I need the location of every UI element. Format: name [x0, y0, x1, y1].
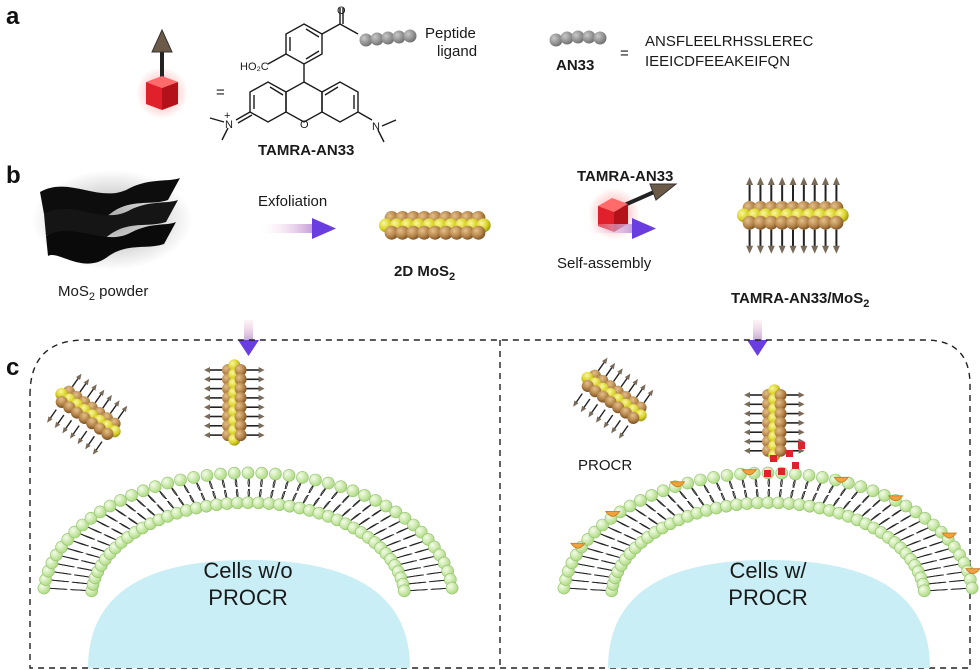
down-arrow-right	[747, 320, 768, 356]
positive-charge: +	[224, 110, 230, 122]
bound-tamra-probes	[764, 442, 805, 477]
down-arrow-left	[238, 320, 259, 356]
carboxylic-acid-label: HO₂C	[240, 61, 269, 73]
cell-comparison-frame	[29, 339, 971, 669]
complex-label: TAMRA-AN33/MoS2	[731, 290, 869, 310]
iminium-nitrogen: N	[225, 119, 233, 131]
peptide-ligand-chain	[359, 29, 417, 47]
tamra-structure	[209, 8, 397, 143]
powder-label: MoS2 powder	[58, 283, 148, 303]
panel-letter-b: b	[6, 162, 21, 189]
an33-peptide-icon	[549, 30, 607, 47]
an33-label: AN33	[556, 57, 594, 74]
nanosheet-tilted-right	[573, 357, 654, 439]
exfoliation-label: Exfoliation	[258, 193, 327, 210]
tamra-an33-label: TAMRA-AN33	[577, 168, 673, 185]
self-assembly-label: Self-assembly	[557, 255, 652, 272]
panel-letter-c: c	[6, 354, 19, 381]
nanosheet-tilted-left	[47, 373, 128, 455]
structure-name: TAMRA-AN33	[258, 142, 354, 159]
ring-oxygen: O	[300, 119, 309, 131]
peptide-label-line-2: ligand	[437, 43, 477, 60]
membrane-left	[37, 466, 459, 598]
mos2-2d-sheet	[379, 211, 491, 240]
left-cell-line-1: Cells w/o	[203, 558, 292, 583]
carbonyl-oxygen: O	[337, 5, 346, 17]
nanosheet-vertical-right	[744, 384, 805, 462]
cytoplasm-right	[608, 560, 930, 668]
membrane-right	[557, 466, 980, 598]
peptide-label-line-1: Peptide	[425, 25, 476, 42]
sequence-line-1: ANSFLEELRHSSLEREC	[645, 33, 814, 50]
right-cell-line-1: Cells w/	[729, 558, 807, 583]
equals-sign-structure: =	[216, 84, 225, 101]
tamra-probe-symbol	[136, 28, 188, 119]
sequence-line-2: IEEICDFEEAKEIFQN	[645, 53, 790, 70]
mos2-powder-illustration	[32, 170, 192, 270]
nanosheet-vertical-left	[204, 359, 265, 446]
right-cell-line-2: PROCR	[728, 585, 807, 610]
exfoliation-arrow	[262, 218, 336, 239]
amine-nitrogen: N	[372, 121, 380, 133]
self-assembly-arrow	[586, 218, 656, 239]
procr-label: PROCR	[578, 457, 632, 474]
mos2-2d-label: 2D MoS2	[394, 263, 455, 283]
tamra-an33-mos2-complex	[737, 177, 849, 254]
equals-sign-sequence: =	[620, 45, 629, 62]
left-cell-line-2: PROCR	[208, 585, 287, 610]
cytoplasm-left	[88, 560, 410, 668]
panel-letter-a: a	[6, 3, 20, 30]
